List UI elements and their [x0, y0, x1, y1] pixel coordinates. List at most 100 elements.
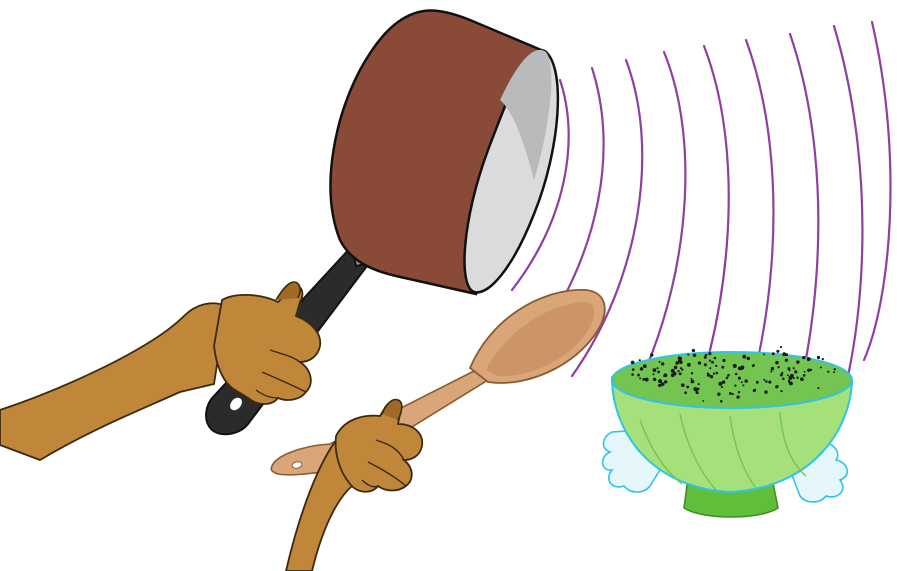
- left-thumb: [276, 282, 300, 300]
- grain-dot: [709, 367, 711, 369]
- grain-dot: [696, 391, 699, 394]
- grain-dot: [721, 366, 724, 369]
- grain-dot: [721, 386, 723, 388]
- grain-dot: [693, 353, 697, 357]
- grain-dot: [817, 387, 819, 389]
- grain-dot: [763, 379, 765, 381]
- grain-dot: [733, 364, 737, 368]
- grain-dot: [753, 364, 755, 366]
- grain-dot: [782, 377, 785, 380]
- grain-dot: [698, 383, 700, 385]
- grain-dot: [822, 358, 824, 360]
- grain-dot: [738, 367, 742, 371]
- grain-dot: [713, 373, 715, 375]
- grain-dot: [735, 373, 738, 376]
- bowl-icon: [603, 346, 852, 517]
- grain-dot: [687, 354, 689, 356]
- grain-dot: [834, 368, 836, 370]
- grain-dot: [710, 375, 713, 378]
- grain-dot: [729, 392, 732, 395]
- grain-dot: [788, 381, 790, 383]
- grain-dot: [708, 374, 710, 376]
- grain-dot: [763, 353, 765, 355]
- grain-dot: [714, 357, 717, 360]
- grain-dot: [717, 393, 720, 396]
- grain-dot: [796, 377, 798, 379]
- grain-dot: [675, 361, 679, 365]
- grain-dot: [803, 374, 806, 377]
- grain-dot: [708, 352, 711, 355]
- grain-dot: [716, 372, 719, 375]
- grain-dot: [658, 384, 662, 388]
- grain-dot: [642, 378, 645, 381]
- grain-dot: [711, 361, 714, 364]
- grain-dot: [820, 366, 822, 368]
- grain-dot: [827, 371, 829, 373]
- grain-dot: [640, 367, 644, 371]
- grain-dot: [817, 356, 820, 359]
- grain-dot: [656, 367, 658, 369]
- grain-dot: [785, 353, 788, 356]
- grain-dot: [722, 380, 725, 383]
- grain-dot: [807, 357, 811, 361]
- grain-dot: [653, 373, 655, 375]
- grain-dot: [637, 374, 640, 377]
- grain-dot: [756, 381, 759, 384]
- grain-dot: [677, 370, 679, 372]
- grain-dot: [631, 373, 634, 376]
- grain-dot: [726, 377, 728, 379]
- grain-dot: [804, 371, 806, 373]
- grain-dot: [741, 381, 743, 383]
- grain-dot: [772, 352, 775, 355]
- grain-dot: [680, 367, 682, 369]
- grain-dot: [658, 379, 662, 383]
- grain-dot: [738, 391, 740, 393]
- grain-dot: [657, 371, 660, 374]
- grain-dot: [771, 367, 774, 370]
- grain-dot: [690, 378, 692, 380]
- grain-dot: [643, 364, 647, 368]
- grain-dot: [718, 382, 722, 386]
- grain-dot: [704, 363, 707, 366]
- grain-dot: [709, 360, 711, 362]
- left-arm: [0, 303, 226, 460]
- grain-dot: [659, 361, 661, 363]
- grain-dot: [780, 390, 782, 392]
- grain-dot: [645, 378, 649, 382]
- grain-dot: [765, 380, 768, 383]
- grain-dot: [796, 360, 799, 363]
- grain-dot: [777, 366, 779, 368]
- grain-dot: [687, 363, 691, 367]
- grain-dot: [679, 372, 682, 375]
- grain-dot: [793, 367, 795, 369]
- grain-dot: [722, 359, 725, 362]
- grain-dot: [794, 370, 797, 373]
- grain-dot: [800, 377, 804, 381]
- grain-dot: [704, 356, 707, 359]
- grain-dot: [780, 346, 782, 348]
- grain-dot: [671, 369, 675, 373]
- grain-dot: [789, 376, 793, 380]
- grain-dot: [698, 361, 701, 364]
- grain-dot: [691, 372, 693, 374]
- grain-dot: [727, 374, 730, 377]
- grain-dot: [736, 395, 739, 398]
- grain-dot: [770, 370, 772, 372]
- grain-dot: [744, 379, 747, 382]
- grain-dot: [664, 380, 667, 383]
- grain-dot: [653, 368, 657, 372]
- grain-dot: [776, 350, 779, 353]
- grain-dot: [702, 400, 704, 402]
- grain-dot: [650, 353, 653, 356]
- grain-dot: [738, 377, 741, 380]
- grain-dot: [653, 378, 656, 381]
- grain-dot: [833, 371, 835, 373]
- grain-dot: [732, 393, 734, 395]
- grain-dot: [775, 385, 778, 388]
- grain-dot: [785, 359, 788, 362]
- grain-dot: [692, 349, 695, 352]
- sound-wave-arc: [864, 22, 891, 360]
- grain-dot: [681, 383, 685, 387]
